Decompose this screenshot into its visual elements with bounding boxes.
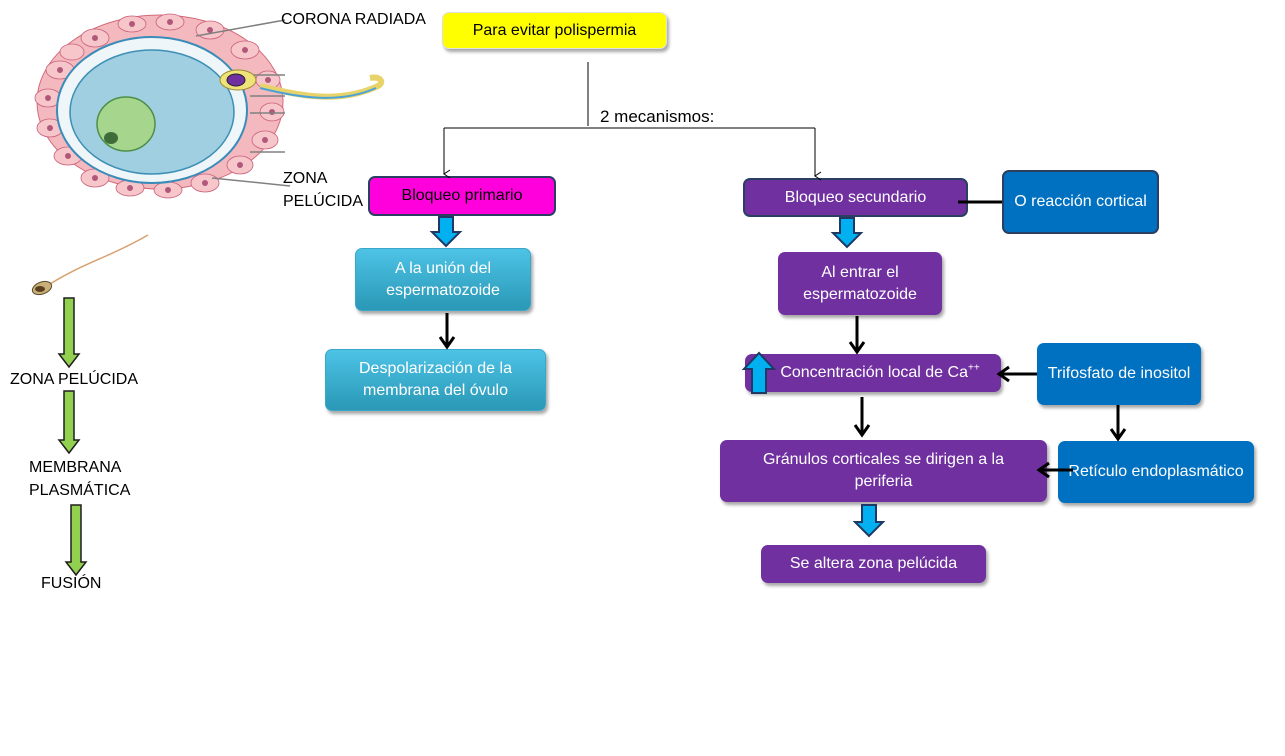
egg-nucleus xyxy=(96,96,156,152)
cyan-arrow-secondary xyxy=(830,217,864,249)
secondary-block-box: Bloqueo secundario xyxy=(743,178,968,217)
reticulo-box: Retículo endoplasmático xyxy=(1058,441,1254,503)
calcium-superscript: ++ xyxy=(967,362,980,374)
trifosfato-text: Trifosfato de inositol xyxy=(1047,365,1191,382)
black-arrow-calcium-granulos xyxy=(853,397,871,438)
calcium-label: Concentración local de Ca xyxy=(780,364,968,381)
seq-fusion: FUSIÓN xyxy=(41,575,102,592)
nucleolus xyxy=(104,132,118,144)
trifosfato-box: Trifosfato de inositol xyxy=(1037,343,1201,405)
primary-step2-box: Despolarización de la membrana del óvulo xyxy=(325,349,546,411)
black-arrow-trifosfato-reticulo xyxy=(1109,405,1127,442)
mechanisms-label: 2 mecanismos: xyxy=(600,107,715,126)
black-arrow-secondary-1 xyxy=(848,316,866,355)
zona-alterada-text: Se altera zona pelúcida xyxy=(789,555,958,572)
header-title: Para evitar polispermia xyxy=(472,21,637,39)
green-arrow-2 xyxy=(57,390,81,455)
calcium-text: Concentración local de Ca++ xyxy=(780,362,979,384)
sperm-entering xyxy=(219,69,385,100)
secondary-block-title: Bloqueo secundario xyxy=(784,188,927,206)
green-arrow-1 xyxy=(57,297,81,369)
header-box: Para evitar polispermia xyxy=(442,12,667,49)
zona-alterada-box: Se altera zona pelúcida xyxy=(761,545,986,583)
green-arrow-3 xyxy=(64,504,88,577)
egg-cell-illustration xyxy=(34,13,385,199)
sperm-illustration xyxy=(31,234,149,296)
zona-pelucida-label-line2: PELÚCIDA xyxy=(283,193,364,210)
granulos-box: Gránulos corticales se dirigen a la peri… xyxy=(720,440,1047,502)
seq-plasmatica: PLASMÁTICA xyxy=(29,482,131,499)
cortical-reaction-text: O reacción cortical xyxy=(1014,193,1147,210)
cyan-arrow-primary xyxy=(429,216,463,248)
primary-step1-box: A la unión del espermatozoide xyxy=(355,248,531,311)
primary-block-title: Bloqueo primario xyxy=(401,187,523,204)
seq-zona-pelucida: ZONA PELÚCIDA xyxy=(10,371,139,388)
cyan-arrow-granulos xyxy=(852,504,886,538)
secondary-step1-text: Al entrar el espermatozoide xyxy=(803,263,917,303)
primary-step1-text: A la unión del espermatozoide xyxy=(386,259,500,299)
primary-step2-text: Despolarización de la membrana del óvulo xyxy=(359,360,512,399)
reticulo-text: Retículo endoplasmático xyxy=(1068,463,1244,480)
black-arrow-trifosfato-calcium xyxy=(996,365,1037,383)
granulos-text: Gránulos corticales se dirigen a la peri… xyxy=(762,451,1004,490)
primary-block-box: Bloqueo primario xyxy=(368,176,556,216)
black-arrow-primary-1 xyxy=(438,313,456,350)
calcium-box: Concentración local de Ca++ xyxy=(745,354,1001,392)
zona-pelucida-label-line1: ZONA xyxy=(283,170,328,187)
cortical-reaction-box: O reacción cortical xyxy=(1002,170,1159,234)
corona-radiada-label: CORONA RADIADA xyxy=(281,11,426,28)
secondary-step1-box: Al entrar el espermatozoide xyxy=(778,252,942,315)
seq-membrana: MEMBRANA xyxy=(29,459,122,476)
